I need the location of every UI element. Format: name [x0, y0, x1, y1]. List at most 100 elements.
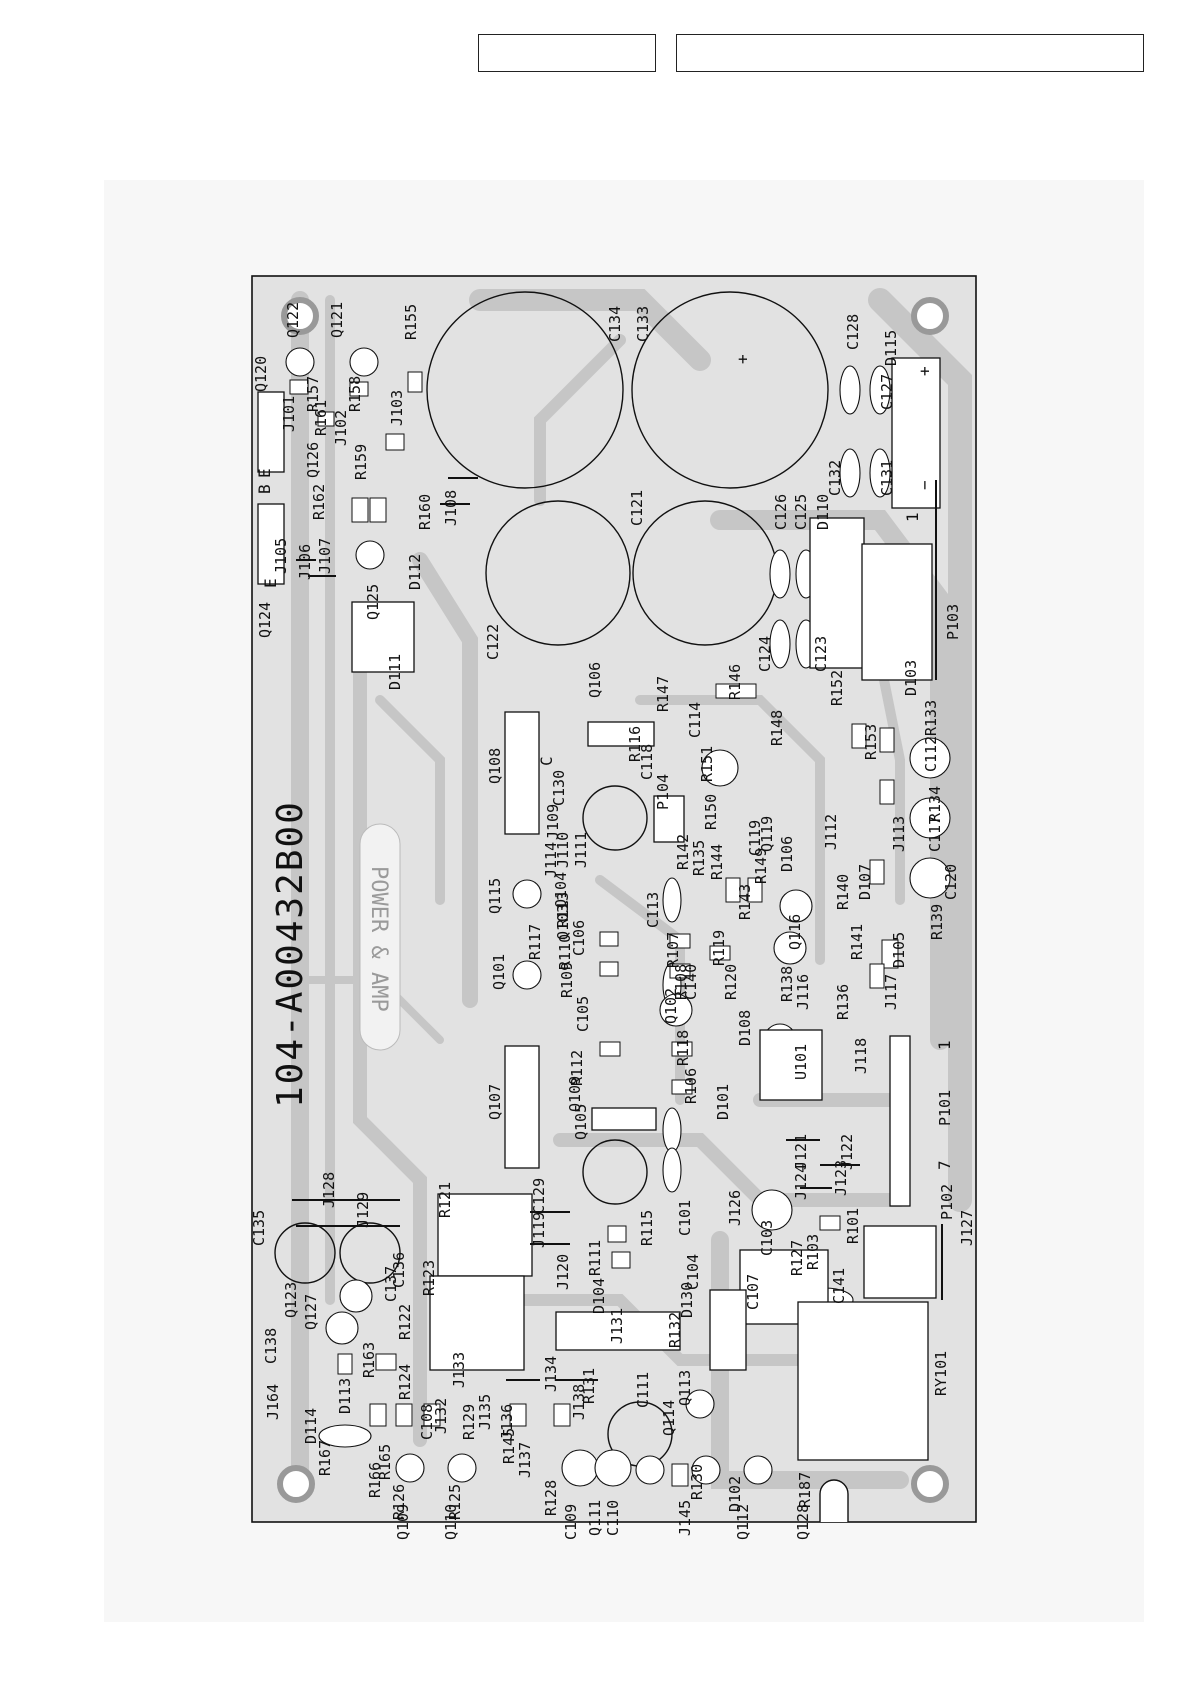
component-label-r163: R163: [360, 1342, 378, 1378]
marker-c1: C: [537, 756, 556, 766]
component-label-c108: C108: [418, 1404, 436, 1440]
component-label-q111: Q111: [586, 1500, 604, 1536]
component-label-c104: C104: [684, 1254, 702, 1290]
component-label-c106: C106: [570, 920, 588, 956]
component-label-r140: R140: [834, 874, 852, 910]
component-label-j136: J136: [498, 1404, 516, 1440]
component-label-r109: R109: [558, 962, 576, 998]
component-label-d102: D102: [726, 1476, 744, 1512]
component-label-j131: J131: [608, 1308, 626, 1344]
component-label-j133: J133: [450, 1352, 468, 1388]
component-label-r135: R135: [690, 840, 708, 876]
component-label-d112: D112: [406, 554, 424, 590]
component-label-q103: Q103: [554, 904, 572, 940]
component-label-q122: Q122: [284, 302, 302, 338]
component-label-q123: Q123: [282, 1282, 300, 1318]
component-label-q121: Q121: [328, 302, 346, 338]
component-label-d101: D101: [714, 1084, 732, 1120]
marker-pin1_a: 1: [903, 512, 922, 522]
component-label-r119: R119: [710, 930, 728, 966]
component-label-r128: R128: [542, 1480, 560, 1516]
component-label-c120: C120: [942, 864, 960, 900]
small-transistors: [285, 347, 813, 1485]
component-label-r141: R141: [848, 924, 866, 960]
marker-plus_a: +: [915, 366, 934, 376]
component-label-c130: C130: [550, 770, 568, 806]
component-label-c107: C107: [744, 1274, 762, 1310]
component-label-r120: R120: [722, 964, 740, 1000]
component-label-c127: C127: [878, 374, 896, 410]
resistor-pads: [289, 371, 899, 1487]
component-label-d114: D114: [302, 1408, 320, 1444]
component-label-r127: R127: [788, 1240, 806, 1276]
component-label-r123: R123: [420, 1260, 438, 1296]
component-label-c103: C103: [758, 1220, 776, 1256]
component-label-r146: R146: [726, 664, 744, 700]
component-label-j120: J120: [554, 1254, 572, 1290]
component-label-q105: Q105: [572, 1104, 590, 1140]
component-label-r111: R111: [586, 1240, 604, 1276]
component-label-d130: D130: [678, 1282, 696, 1318]
jumper-wires: [292, 477, 943, 1381]
component-label-j116: J116: [794, 974, 812, 1010]
board-part-number: 104-A00432B00: [270, 800, 311, 1108]
component-label-r161: R161: [312, 400, 330, 436]
component-label-r118: R118: [674, 1030, 692, 1066]
component-label-j127: J127: [958, 1210, 976, 1246]
component-label-r157: R157: [304, 376, 322, 412]
component-label-r149: R149: [752, 848, 770, 884]
component-label-j108: J108: [442, 490, 460, 526]
component-label-d103: D103: [902, 660, 920, 696]
component-label-r166: R166: [366, 1462, 384, 1498]
component-label-q126: Q126: [304, 442, 322, 478]
component-label-r143: R143: [736, 884, 754, 920]
component-label-j123: J123: [832, 1160, 850, 1196]
component-label-r144: R144: [708, 844, 726, 880]
component-label-c122: C122: [484, 624, 502, 660]
board-notch: [819, 1479, 849, 1522]
component-label-r150: R150: [702, 794, 720, 830]
component-label-c135: C135: [250, 1210, 268, 1246]
component-label-r138: R138: [778, 966, 796, 1002]
component-label-j126: J126: [726, 1190, 744, 1226]
component-label-r116: R116: [626, 726, 644, 762]
component-label-r106: R106: [682, 1068, 700, 1104]
component-label-q101: Q101: [490, 954, 508, 990]
component-label-r112: R112: [568, 1050, 586, 1086]
component-label-r121: R121: [436, 1182, 454, 1218]
component-label-c132: C132: [826, 460, 844, 496]
component-label-c129: C129: [530, 1178, 548, 1214]
component-label-c109: C109: [562, 1504, 580, 1540]
component-label-r160: R160: [416, 494, 434, 530]
component-label-r165: R165: [376, 1444, 394, 1480]
component-label-c137: C137: [382, 1266, 400, 1302]
component-label-r136: R136: [834, 984, 852, 1020]
component-label-c110: C110: [604, 1500, 622, 1536]
component-label-q115: Q115: [486, 878, 504, 914]
component-label-p104: P104: [654, 774, 672, 810]
component-label-c133: C133: [634, 306, 652, 342]
component-label-q120: Q120: [252, 356, 270, 392]
component-label-c105: C105: [574, 996, 592, 1032]
component-label-d111: D111: [386, 654, 404, 690]
component-label-j110: J110: [554, 832, 572, 868]
component-label-c138: C138: [262, 1328, 280, 1364]
component-label-r139: R139: [928, 904, 946, 940]
small-capacitors: [318, 365, 951, 1487]
component-label-r162: R162: [310, 484, 328, 520]
component-label-r107: R107: [664, 932, 682, 968]
component-label-r133: R133: [922, 700, 940, 736]
component-label-c101: C101: [676, 1200, 694, 1236]
component-label-c113: C113: [644, 892, 662, 928]
component-label-j112: J112: [822, 814, 840, 850]
component-label-j122: J122: [838, 1134, 856, 1170]
header-box-left: [478, 34, 656, 72]
component-label-r134: R134: [926, 786, 944, 822]
component-label-r101: R101: [844, 1208, 862, 1244]
component-label-q124: Q124: [256, 602, 274, 638]
component-label-c134: C134: [606, 306, 624, 342]
component-label-r103: R103: [804, 1234, 822, 1270]
component-label-r115: R115: [638, 1210, 656, 1246]
